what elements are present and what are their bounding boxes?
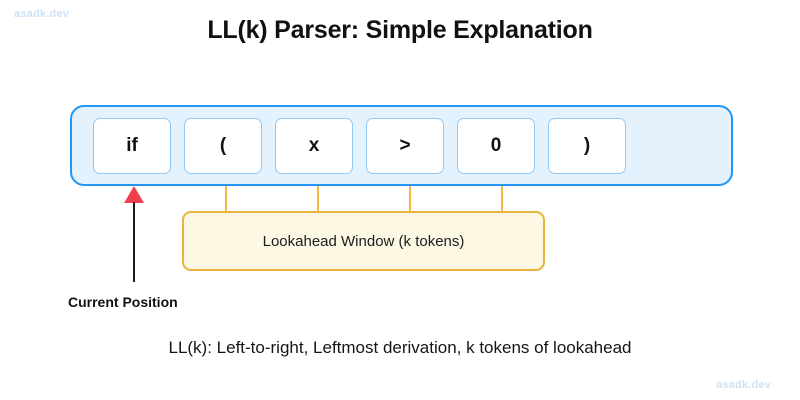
- lookahead-window-label: Lookahead Window (k tokens): [262, 232, 465, 250]
- page-title: LL(k) Parser: Simple Explanation: [207, 16, 593, 44]
- caption-text: LL(k): Left-to-right, Leftmost derivatio…: [168, 338, 632, 357]
- pointer-shaft: [133, 202, 135, 282]
- lookahead-connector-line: [501, 186, 503, 212]
- token-box[interactable]: x: [275, 117, 353, 174]
- lookahead-connector-line: [225, 186, 227, 212]
- token-box[interactable]: >: [366, 117, 444, 174]
- lookahead-window-box: Lookahead Window (k tokens): [182, 211, 545, 271]
- current-position-pointer: [124, 186, 144, 286]
- lookahead-connector-line: [317, 186, 319, 212]
- token-strip: if ( x > 0 ): [70, 105, 733, 186]
- current-position-label: Current Position: [68, 294, 178, 310]
- arrow-up-icon: [124, 186, 144, 203]
- lookahead-connector-line: [409, 186, 411, 212]
- token-box[interactable]: 0: [457, 117, 535, 174]
- watermark-bottom-right: asadk.dev: [716, 379, 772, 391]
- token-box[interactable]: if: [93, 117, 171, 174]
- token-box[interactable]: (: [184, 117, 262, 174]
- token-row: if ( x > 0 ): [72, 107, 731, 184]
- token-box[interactable]: ): [548, 117, 626, 174]
- watermark-top-left: asadk.dev: [14, 8, 70, 20]
